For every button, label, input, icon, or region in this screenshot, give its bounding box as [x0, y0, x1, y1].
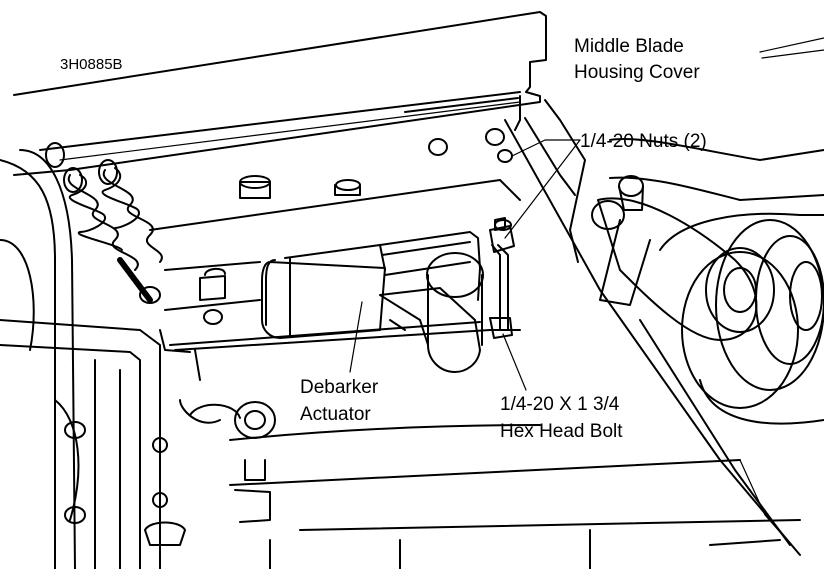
housing-interior [149, 175, 801, 569]
bolt-label-line2: Hex Head Bolt [500, 421, 623, 442]
leader-nut-upper [511, 139, 581, 157]
leader-lines [349, 37, 824, 391]
leader-cover [759, 37, 824, 53]
middle-blade-housing-cover [13, 11, 547, 176]
cover-label-line1: Middle Blade [574, 36, 684, 57]
hex-head-bolt-and-nuts [203, 128, 515, 339]
leader-bolt [502, 333, 527, 391]
nuts-label: 1/4-20 Nuts (2) [580, 131, 707, 152]
debarker-actuator [261, 231, 484, 373]
actuator-label-line1: Debarker [300, 377, 379, 398]
leader-actuator [349, 301, 363, 373]
left-frame [0, 149, 186, 569]
cover-label-line2: Housing Cover [574, 62, 700, 83]
tension-springs [45, 142, 163, 304]
caster-wheel-assembly [591, 138, 824, 425]
leader-nut-lower [504, 139, 581, 239]
bolt-label-line1: 1/4-20 X 1 3/4 [500, 394, 620, 415]
figure-id-label: 3H0885B [60, 56, 123, 73]
actuator-label-line2: Actuator [300, 404, 371, 425]
